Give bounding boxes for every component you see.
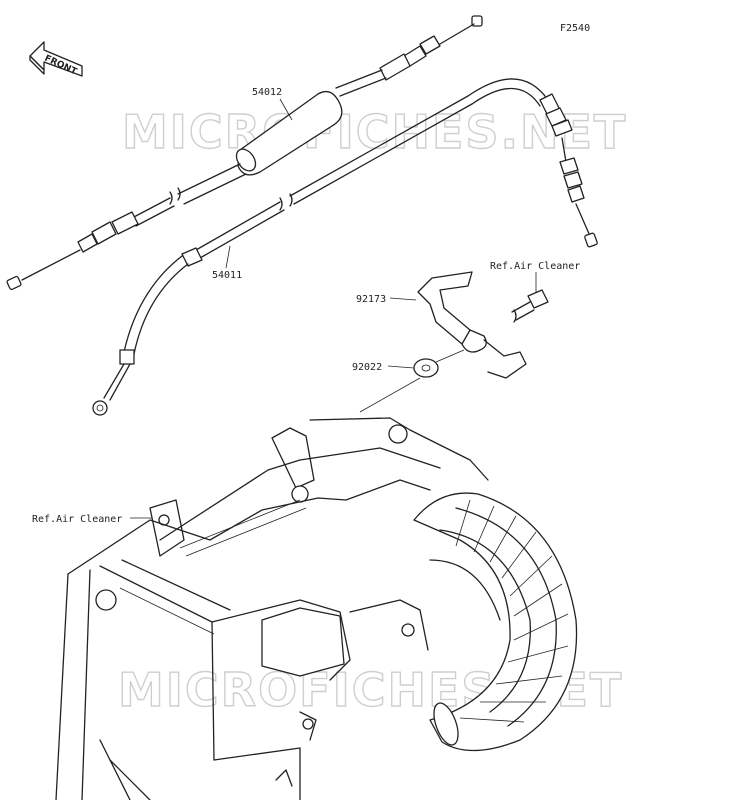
part-label-92022: 92022 — [352, 362, 382, 373]
part-label-92173: 92173 — [356, 294, 386, 305]
cable-54012 — [6, 15, 483, 291]
part-label-54012: 54012 — [252, 87, 282, 98]
bolt — [511, 289, 549, 323]
part-label-54011: 54011 — [212, 270, 242, 281]
ref-label-air-cleaner-lower: Ref.Air Cleaner — [32, 514, 122, 525]
air-cleaner-housing — [55, 417, 489, 801]
intake-duct — [413, 492, 578, 752]
ref-label-air-cleaner-upper: Ref.Air Cleaner — [490, 261, 580, 272]
figure-code: F2540 — [560, 23, 590, 34]
clamp-92173 — [417, 271, 527, 379]
watermark-top: MICROFICHES.NET — [122, 105, 627, 159]
front-arrow-icon: FRONT — [29, 41, 83, 78]
cable-54011 — [92, 78, 598, 416]
washer-92022 — [413, 358, 439, 378]
